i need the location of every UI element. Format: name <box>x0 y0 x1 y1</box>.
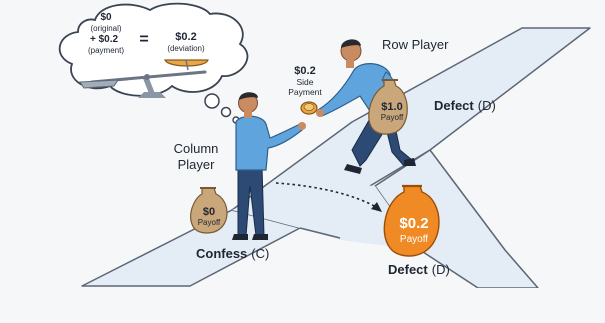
side-payment-value: $0.2 <box>294 65 315 77</box>
outcome-bag-label: Payoff <box>400 234 428 245</box>
row-bag-value: $1.0 <box>381 101 402 113</box>
thought-dot-medium <box>220 106 232 118</box>
outcome-payoff-bag: $0.2 Payoff <box>383 184 440 257</box>
thought-equals: = <box>139 31 148 48</box>
balance-scale-icon <box>79 59 209 98</box>
thought-dot-large <box>204 93 220 109</box>
column-bag-value: $0 <box>203 206 215 218</box>
row-player-label: Row Player <box>382 37 449 52</box>
action-bottom-left-name: Confess <box>196 246 247 261</box>
side-payment-line2: Payment <box>288 87 322 97</box>
thought-right-value: $0.2 <box>175 31 196 43</box>
column-player-label-line1: Column <box>174 141 219 156</box>
column-player-figure <box>232 92 306 240</box>
action-bottom-left: Confess (C) <box>196 246 269 261</box>
thought-plus-value: + $0.2 <box>90 34 119 45</box>
side-payment-line1: Side <box>296 77 313 87</box>
outcome-bag-value: $0.2 <box>399 215 428 232</box>
deviation-arrow <box>275 182 382 212</box>
column-player-payoff-bag: $0 Payoff <box>190 187 228 234</box>
thought-left-note: (original) <box>90 24 121 33</box>
action-bottom-right-name: Defect <box>388 262 428 277</box>
thought-left-value: $0 <box>100 12 112 23</box>
coin-icon <box>300 101 318 115</box>
row-player-payoff-bag: $1.0 Payoff <box>368 79 408 135</box>
column-bag-label: Payoff <box>198 218 221 227</box>
road-network <box>0 27 605 323</box>
thought-plus-note: (payment) <box>88 46 124 55</box>
action-bottom-right-code: (D) <box>432 262 450 277</box>
action-bottom-left-code: (C) <box>251 246 269 261</box>
thought-bubble: $0 (original) + $0.2 (payment) = $0.2 (d… <box>58 2 249 124</box>
action-top-right-name: Defect <box>434 98 474 113</box>
action-top-right-code: (D) <box>478 98 496 113</box>
row-bag-label: Payoff <box>381 113 404 122</box>
thought-right-note: (deviation) <box>167 44 205 53</box>
column-player-label-line2: Player <box>178 157 216 172</box>
action-top-right: Defect (D) <box>434 98 496 113</box>
action-bottom-right: Defect (D) <box>388 262 450 277</box>
